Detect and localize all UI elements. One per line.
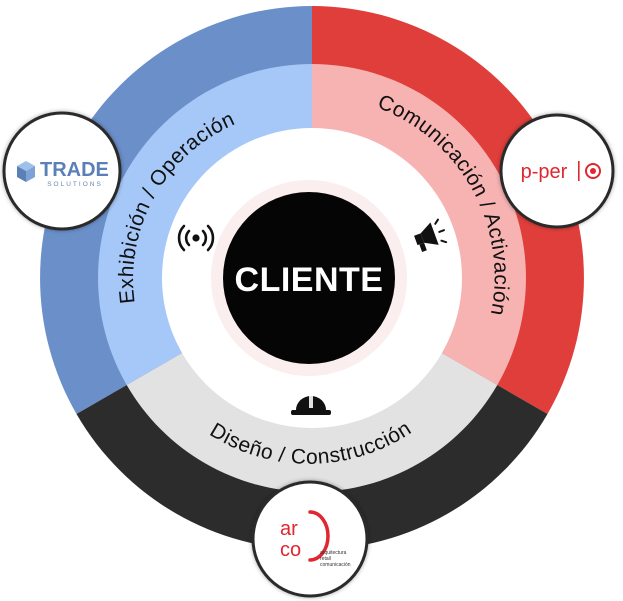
arco-logo-bracket — [308, 510, 330, 562]
arco-logo-bottom: co — [280, 539, 301, 561]
center-circle — [223, 192, 395, 364]
target-icon — [585, 163, 601, 179]
center-label: CLIENTE — [235, 261, 384, 299]
p-per-logo-name: p-per — [521, 161, 568, 183]
hard-hat-icon — [291, 396, 331, 415]
trade-logo-sub: SOLUTIONS — [47, 181, 103, 188]
arco-logo-top: ar — [280, 518, 298, 540]
wireless-signal-icon — [177, 224, 215, 252]
trade-solutions-logo-badge: TRADE SOLUTIONS — [2, 111, 122, 231]
arco-logo-badge: ar co arquitectura retail comunicación — [251, 480, 369, 598]
p-per-logo-divider — [578, 161, 580, 181]
trade-logo-name: TRADE — [40, 159, 109, 181]
p-per-logo-badge: p-per — [499, 113, 615, 229]
arco-logo-tagline-3: comunicación — [320, 562, 351, 568]
arco-logo-tagline-1: arquitectura — [320, 550, 347, 556]
cube-icon — [17, 161, 35, 182]
megaphone-icon — [414, 218, 448, 252]
arco-logo-tagline-2: retail — [320, 556, 331, 562]
